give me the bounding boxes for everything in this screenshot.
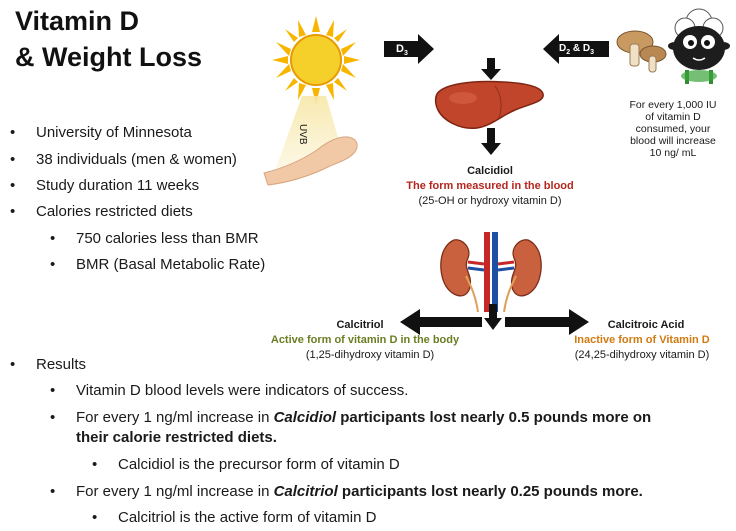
bullet-dot: • — [50, 256, 56, 273]
result-calcidiol-sub: Calcidiol is the precursor form of vitam… — [118, 456, 400, 473]
bullet-dot: • — [10, 124, 16, 141]
down-arrow-icon — [484, 304, 502, 330]
food-note-line: For every 1,000 IU — [629, 99, 717, 111]
down-arrow-icon — [481, 58, 501, 80]
sub-bullet-bmr: BMR (Basal Metabolic Rate) — [76, 256, 266, 273]
bullet-university: University of Minnesota — [36, 124, 192, 141]
calcitriol-emphasis: Calcitriol — [273, 483, 338, 500]
mushroom-icon — [616, 30, 667, 73]
d3-arrow-label: D3 — [396, 43, 408, 58]
bullet-dot: • — [50, 230, 56, 247]
calcitroic-name: Calcitroic Acid — [607, 319, 685, 331]
sub-bullet-750: 750 calories less than BMR — [76, 230, 259, 247]
bullet-dot: • — [92, 509, 98, 526]
sheep-icon — [668, 8, 730, 84]
food-note-line: of vitamin D — [645, 111, 701, 123]
kidneys-illustration — [440, 232, 542, 312]
bullet-dot: • — [10, 203, 16, 220]
food-note-line: blood will increase — [630, 135, 716, 147]
result-calcidiol: For every 1 ng/ml increase in Calcidiol … — [76, 409, 651, 426]
calcitriol-name: Calcitriol — [336, 319, 384, 331]
bullet-calories: Calories restricted diets — [36, 203, 193, 220]
left-arrow-icon — [400, 309, 482, 335]
calcitroic-desc: Inactive form of Vitamin D — [574, 334, 710, 346]
d3-arrow: D3 — [384, 34, 434, 69]
results-label: Results — [36, 356, 87, 373]
calcidiol-emphasis: Calcidiol — [273, 409, 337, 426]
study-bullet-list: • University of Minnesota • 38 individua… — [0, 124, 300, 284]
liver-illustration — [434, 80, 544, 129]
d2-d3-arrow-label: D2 & D3 — [559, 43, 595, 56]
calcidiol-name: Calcidiol — [467, 165, 513, 177]
bullet-dot: • — [10, 177, 16, 194]
result-indicators: Vitamin D blood levels were indicators o… — [76, 382, 409, 399]
bullet-dot: • — [10, 356, 16, 373]
result-calcidiol-line2: their calorie restricted diets. — [76, 429, 277, 446]
bullet-duration: Study duration 11 weeks — [36, 177, 200, 194]
results-section: • Results • Vitamin D blood levels were … — [0, 356, 736, 531]
calcidiol-desc: The form measured in the blood — [406, 180, 574, 192]
d2-d3-arrow: D2 & D3 — [543, 34, 609, 69]
result-calcidiol-pre: For every 1 ng/ml increase in — [76, 409, 274, 426]
result-calcitriol-sub: Calcitriol is the active form of vitamin… — [118, 509, 377, 526]
bullet-dot: • — [92, 456, 98, 473]
result-calcidiol-post: participants lost nearly 0.5 pounds more… — [336, 409, 652, 426]
down-arrow-icon — [481, 128, 501, 155]
result-calcitriol: For every 1 ng/ml increase in Calcitriol… — [76, 483, 643, 500]
calcitriol-chem: (1,25-dihydroxy vitamin D) — [305, 349, 435, 361]
result-calcitriol-pre: For every 1 ng/ml increase in — [76, 483, 274, 500]
calcitroic-chem: (24,25-dihydroxy vitamin D) — [574, 349, 710, 361]
arm-illustration — [263, 136, 358, 186]
bullet-dot: • — [50, 409, 56, 426]
result-calcitriol-post: participants lost nearly 0.25 pounds mor… — [337, 483, 643, 500]
bullet-dot: • — [10, 151, 16, 168]
bullet-dot: • — [50, 382, 56, 399]
bullet-individuals: 38 individuals (men & women) — [36, 151, 237, 168]
food-note: For every 1,000 IU of vitamin D consumed… — [610, 99, 736, 159]
right-arrow-icon — [505, 309, 589, 335]
bullet-dot: • — [50, 483, 56, 500]
title-line-1: Vitamin D — [15, 6, 140, 36]
food-note-line: 10 ng/ mL — [649, 147, 697, 159]
sun-icon — [272, 16, 360, 104]
calcitriol-desc: Active form of vitamin D in the body — [270, 334, 460, 346]
food-note-line: consumed, your — [635, 123, 711, 135]
title-line-2: & Weight Loss — [15, 42, 203, 72]
calcidiol-chem: (25-OH or hydroxy vitamin D) — [418, 195, 562, 207]
